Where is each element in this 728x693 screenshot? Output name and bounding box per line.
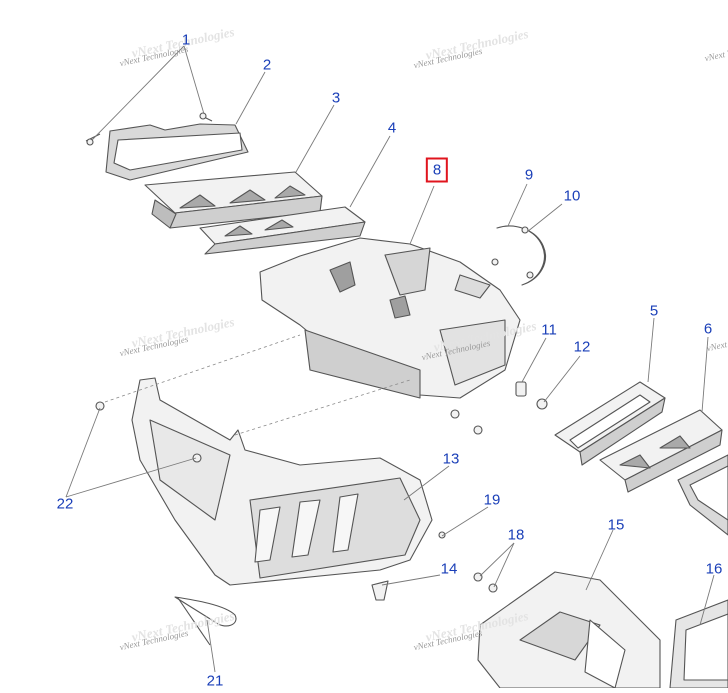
part-5-duct (554, 381, 666, 466)
part-14-grommet (371, 580, 389, 601)
part-8-airbox (259, 237, 521, 399)
callout-21[interactable]: 21 (206, 672, 224, 690)
part-3-duct (144, 171, 323, 229)
part-21-strap (174, 596, 237, 646)
dashed-assembly-lines (104, 334, 411, 436)
part-6-duct (599, 409, 723, 493)
part-15-bracket (477, 571, 661, 689)
callout-4[interactable]: 4 (387, 119, 397, 137)
callout-12[interactable]: 12 (573, 338, 591, 356)
callout-10[interactable]: 10 (563, 187, 581, 205)
part-13-lower-housing (95, 377, 433, 586)
part-11-12-hardware (450, 381, 548, 435)
part-2-gasket (105, 123, 249, 181)
callout-3[interactable]: 3 (331, 89, 341, 107)
part-16-duct (669, 599, 728, 689)
callout-11[interactable]: 11 (541, 321, 557, 339)
part-18-19-hardware (438, 531, 498, 593)
callout-22[interactable]: 22 (56, 495, 74, 513)
callout-9[interactable]: 9 (524, 166, 534, 184)
callout-5[interactable]: 5 (649, 302, 659, 320)
callout-18[interactable]: 18 (507, 526, 525, 544)
leader-lines (65, 45, 715, 673)
callout-14[interactable]: 14 (440, 560, 458, 578)
callout-1[interactable]: 1 (181, 31, 191, 49)
callout-2[interactable]: 2 (262, 56, 272, 74)
callout-8-selected[interactable]: 8 (425, 157, 449, 183)
part-4-duct (199, 206, 366, 255)
callout-15[interactable]: 15 (607, 516, 625, 534)
callout-19[interactable]: 19 (483, 491, 501, 509)
part-9-ring (491, 225, 546, 286)
callout-6[interactable]: 6 (703, 320, 713, 338)
callout-13[interactable]: 13 (442, 450, 460, 468)
part-1-screws (85, 112, 213, 146)
part-7-gasket (677, 454, 728, 536)
callout-16[interactable]: 16 (705, 560, 723, 578)
